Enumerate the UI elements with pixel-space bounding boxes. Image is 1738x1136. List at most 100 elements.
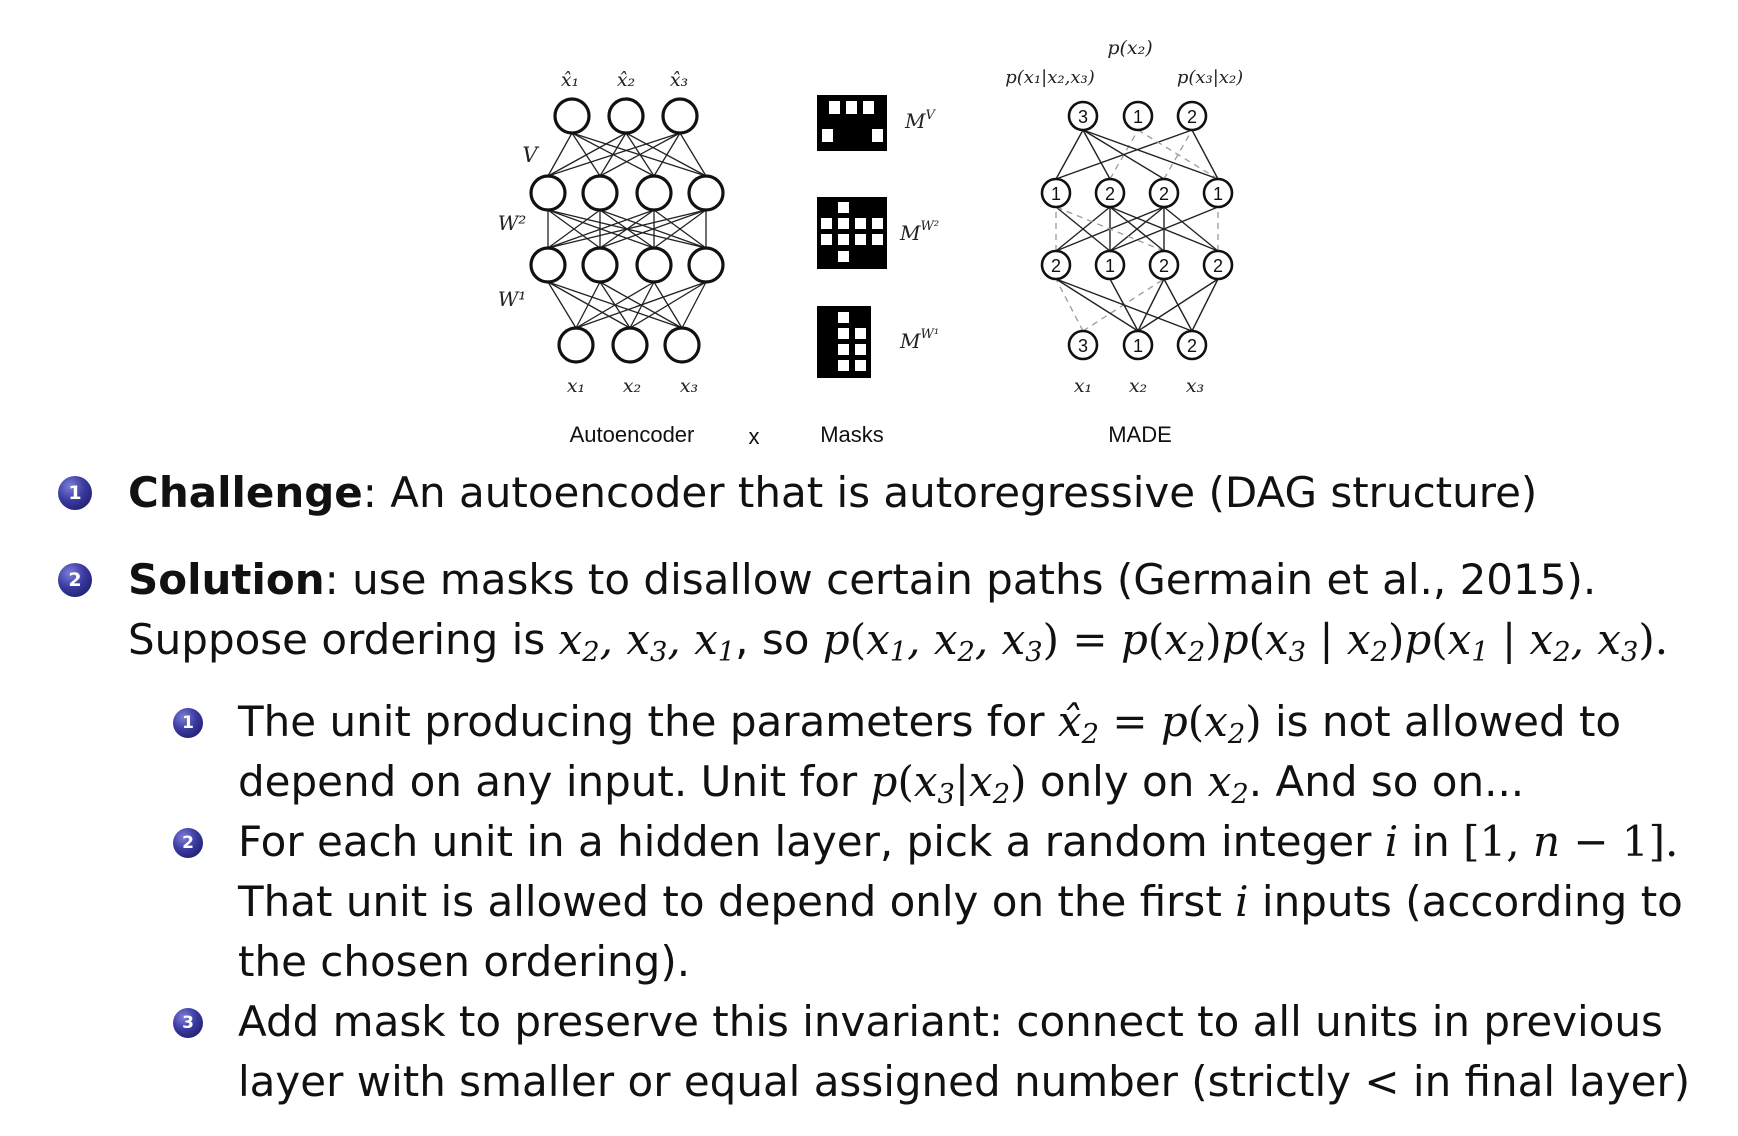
ae-output-x1-label: x̂₁ <box>561 69 579 91</box>
sub-bullet-number-2: 2 <box>173 828 203 858</box>
ae-node <box>529 246 567 284</box>
bullet-number-2: 2 <box>58 563 92 597</box>
ae-edge <box>571 132 707 177</box>
ae-weight-w2-label: W² <box>498 211 527 235</box>
sub-bullet-number-3: 3 <box>173 1008 203 1038</box>
made-edge-masked <box>1163 129 1193 180</box>
made-edge-allowed <box>1082 129 1165 180</box>
ae-node <box>687 174 725 212</box>
made-input-x1-label: x₁ <box>1074 375 1092 397</box>
ae-node <box>581 246 619 284</box>
made-edge-allowed <box>1055 278 1193 332</box>
ae-node <box>635 246 673 284</box>
ae-weight-w1-label: W¹ <box>498 287 527 311</box>
made-node <box>1176 329 1208 361</box>
ae-edge <box>653 209 707 249</box>
made-edge-allowed <box>1109 206 1165 252</box>
ordering-math: x2, x3, x1 <box>558 615 736 668</box>
ae-edge <box>547 132 573 177</box>
made-edge-allowed <box>1163 206 1219 252</box>
made-node-number: 3 <box>1078 336 1088 356</box>
made-top-label: p(x₂) <box>1107 37 1152 59</box>
ordering-suffix: , so <box>735 615 823 664</box>
made-input-x2-label: x₂ <box>1129 375 1147 397</box>
ae-node <box>557 326 595 364</box>
list-item-solution: Solution: use masks to disallow certain … <box>128 550 1596 610</box>
made-node <box>1122 329 1154 361</box>
ae-edge <box>599 281 683 329</box>
ae-edge <box>625 132 707 177</box>
ae-node <box>687 246 725 284</box>
ae-node <box>663 326 701 364</box>
sub-bullet-number-1: 1 <box>173 708 203 738</box>
ae-output-x2-label: x̂₂ <box>617 69 635 91</box>
made-node <box>1067 100 1099 132</box>
made-edge-masked <box>1109 129 1139 180</box>
made-node-number: 1 <box>1105 256 1115 276</box>
made-node <box>1148 249 1180 281</box>
made-node-number: 2 <box>1105 184 1115 204</box>
made-left-label: p(x₁|x₂,x₃) <box>1005 67 1094 88</box>
mask-mv <box>817 95 887 151</box>
made-node-number: 2 <box>1213 256 1223 276</box>
mask-mv-label: MV <box>904 108 936 133</box>
made-node <box>1067 329 1099 361</box>
ae-edge <box>547 132 627 177</box>
ae-input-x2-label: x₂ <box>623 375 641 397</box>
ae-node <box>661 97 699 135</box>
ae-edge <box>571 132 601 177</box>
ae-edge <box>681 281 707 329</box>
ae-weight-v-label: V <box>522 143 539 167</box>
made-node <box>1176 100 1208 132</box>
ae-edge <box>571 132 655 177</box>
masks-caption: Masks <box>820 422 884 447</box>
sub-item-3-line-2: layer with smaller or equal assigned num… <box>238 1057 1691 1106</box>
ae-node <box>611 326 649 364</box>
sub-item-1-line-1: The unit producing the parameters for x̂… <box>238 697 1622 750</box>
made-edge-allowed <box>1191 129 1219 180</box>
ae-edge <box>547 281 683 329</box>
ae-edge <box>547 281 577 329</box>
ae-node <box>635 174 673 212</box>
ordering-line: Suppose ordering is x2, x3, x1, so p(x1,… <box>128 615 1669 668</box>
made-node-number: 2 <box>1051 256 1061 276</box>
ae-input-x3-label: x₃ <box>680 375 698 397</box>
made-node <box>1040 249 1072 281</box>
made-node-number: 2 <box>1187 336 1197 356</box>
made-edges <box>1055 129 1219 332</box>
made-edge-allowed <box>1082 129 1219 180</box>
made-node-number: 3 <box>1078 107 1088 127</box>
mask-mw1 <box>817 306 871 378</box>
ordering-prefix: Suppose ordering is <box>128 615 559 664</box>
ae-node <box>529 174 567 212</box>
made-node-number: 1 <box>1051 184 1061 204</box>
made-node-number: 2 <box>1159 256 1169 276</box>
made-edge-allowed <box>1055 129 1084 180</box>
sub-item-2-line-3: the chosen ordering). <box>238 937 691 986</box>
ae-edge <box>547 281 631 329</box>
ae-edge <box>547 209 655 249</box>
ae-edge <box>679 132 707 177</box>
made-node-number: 2 <box>1159 184 1169 204</box>
challenge-text: : An autoencoder that is autoregressive … <box>362 468 1538 517</box>
made-edge-masked <box>1137 129 1219 180</box>
made-node-number: 1 <box>1213 184 1223 204</box>
autoencoder-edges <box>547 132 707 329</box>
mask-mw1-label: MW¹ <box>899 327 939 353</box>
made-node <box>1202 177 1234 209</box>
ae-edge <box>547 209 601 249</box>
bullet-number-1: 1 <box>58 476 92 510</box>
sub-item-2-line-2: That unit is allowed to depend only on t… <box>238 877 1683 926</box>
made-node <box>1094 249 1126 281</box>
times-symbol: x <box>749 424 760 449</box>
made-edge-masked <box>1055 278 1084 332</box>
challenge-heading: Challenge <box>128 468 363 517</box>
made-edge-masked <box>1055 206 1165 252</box>
ae-edge <box>547 209 707 249</box>
ae-input-x1-label: x₁ <box>567 375 585 397</box>
autoencoder-caption: Autoencoder <box>570 422 695 447</box>
mask-mw2-label: MW² <box>899 219 939 245</box>
ae-node <box>581 174 619 212</box>
made-caption: MADE <box>1108 422 1172 447</box>
